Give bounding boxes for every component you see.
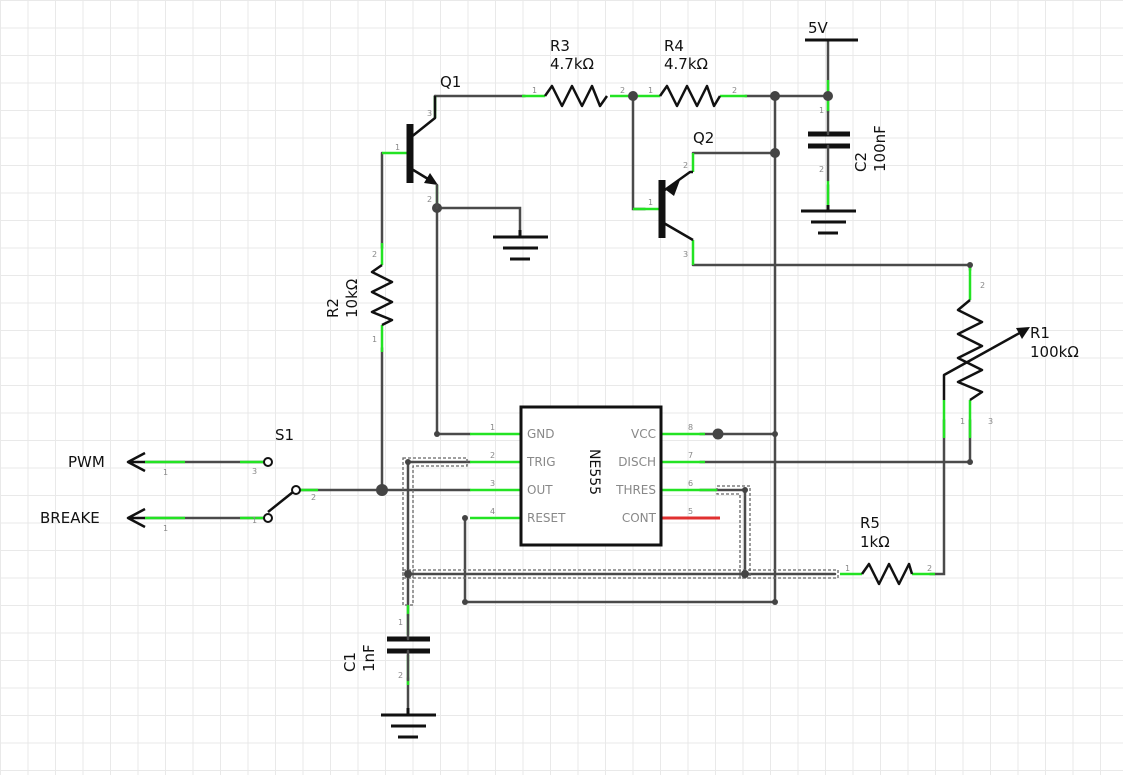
pin-num: 3 (683, 250, 688, 259)
ic-pin-num-6: 6 (688, 479, 693, 488)
q1-name: Q1 (440, 73, 461, 91)
r1-name: R1 (1030, 324, 1050, 342)
pin-num: 2 (427, 195, 432, 204)
r5-value: 1kΩ (860, 533, 890, 551)
supply-label: 5V (808, 19, 829, 37)
r4-name: R4 (664, 37, 684, 55)
ic-pin-label-thres: THRES (615, 483, 656, 497)
ground-symbol-icon (801, 205, 856, 235)
ic-pin-label-reset: RESET (527, 511, 566, 525)
potentiometer-r1[interactable]: R1 100kΩ (942, 299, 1079, 402)
arrow-port-icon (126, 451, 146, 473)
r5-name: R5 (860, 514, 880, 532)
r3-name: R3 (550, 37, 570, 55)
ic-pin-num-1: 1 (490, 423, 495, 432)
pin-num: 3 (427, 109, 432, 118)
port-brake[interactable]: BREAKE (40, 507, 146, 529)
ic-pin-label-out: OUT (527, 483, 553, 497)
pin-num: 2 (819, 165, 824, 174)
c2-value: 100nF (871, 125, 889, 172)
capacitor-c2[interactable]: C2 100nF (808, 110, 889, 182)
ic-pin-num-7: 7 (688, 451, 693, 460)
port-brake-label: BREAKE (40, 509, 100, 527)
zigzag-resistor-icon (370, 263, 394, 327)
pin-num: 1 (960, 417, 965, 426)
wires (143, 38, 972, 710)
ic-pin-label-trig: TRIG (526, 455, 556, 469)
ic-pin-label-vcc: VCC (631, 427, 656, 441)
resistor-r2[interactable]: R2 10kΩ (324, 263, 394, 327)
r4-value: 4.7kΩ (664, 55, 708, 73)
zigzag-resistor-icon (860, 562, 914, 586)
pin-num: 1 (163, 468, 168, 477)
r1-value: 100kΩ (1030, 343, 1079, 361)
zigzag-resistor-icon (543, 84, 609, 108)
spdt-switch-icon (267, 491, 294, 513)
ic-pin-num-2: 2 (490, 451, 495, 460)
ground-symbol-icon (493, 230, 548, 261)
transistor-q1[interactable]: Q1 (406, 73, 461, 210)
pin-num: 1 (252, 516, 257, 525)
pin-num: 1 (648, 86, 653, 95)
ic-name: NE555 (586, 449, 602, 495)
r2-value: 10kΩ (343, 279, 361, 318)
pin-num: 2 (311, 493, 316, 502)
resistor-r3[interactable]: R3 4.7kΩ (543, 37, 609, 108)
potentiometer-arrow-icon (942, 328, 1026, 400)
capacitor-c1[interactable]: C1 1nF (341, 613, 430, 682)
pin-num: 2 (620, 86, 625, 95)
zigzag-resistor-icon (658, 84, 722, 108)
ic-pin-label-gnd: GND (527, 427, 555, 441)
junctions (376, 91, 973, 605)
s1-name: S1 (275, 426, 294, 444)
arrowhead-icon (1016, 327, 1030, 339)
pin-num: 1 (395, 143, 400, 152)
transistor-q2[interactable]: Q2 (658, 129, 714, 242)
pin-num: 1 (163, 524, 168, 533)
arrow-port-icon (126, 507, 146, 529)
port-pwm[interactable]: PWM (68, 451, 146, 473)
zigzag-resistor-icon (956, 299, 984, 402)
pin-num: 2 (398, 671, 403, 680)
ic-pin-label-cont: CONT (622, 511, 657, 525)
supply-5v[interactable]: 5V (805, 19, 858, 42)
resistor-r4[interactable]: R4 4.7kΩ (658, 37, 722, 108)
ic-pin-num-5: 5 (688, 507, 693, 516)
ic-pin-num-3: 3 (490, 479, 495, 488)
c1-value: 1nF (360, 644, 378, 672)
pin-num: 2 (683, 161, 688, 170)
r2-name: R2 (324, 298, 342, 318)
pin-num: 1 (648, 198, 653, 207)
pin-stubs (145, 80, 972, 685)
q2-name: Q2 (693, 129, 714, 147)
c1-name: C1 (341, 652, 359, 672)
port-pwm-label: PWM (68, 453, 105, 471)
pin-num: 1 (398, 618, 403, 627)
pin-num: 2 (980, 281, 985, 290)
resistor-r5[interactable]: R5 1kΩ (860, 514, 914, 586)
pin-num: 2 (927, 564, 932, 573)
ground-symbol-icon (381, 708, 436, 739)
r3-value: 4.7kΩ (550, 55, 594, 73)
pin-num: 1 (845, 564, 850, 573)
pin-num: 3 (252, 467, 257, 476)
routing-guides (402, 457, 839, 606)
pin-num: 2 (372, 250, 377, 259)
pin-numbers: 1 2 1 2 1 2 3 1 2 2 1 3 2 1 2 1 3 1 2 1 … (163, 86, 993, 680)
ic-pin-num-4: 4 (490, 507, 495, 516)
pin-num: 2 (732, 86, 737, 95)
ic-pin-label-disch: DISCH (618, 455, 656, 469)
pin-num: 1 (819, 106, 824, 115)
pin-num: 3 (988, 417, 993, 426)
ic-ne555[interactable]: GND TRIG OUT RESET VCC DISCH THRES CONT … (490, 405, 693, 547)
switch-s1[interactable]: S1 (263, 426, 301, 523)
pin-num: 1 (372, 335, 377, 344)
c2-name: C2 (852, 152, 870, 172)
ic-pin-num-8: 8 (688, 423, 693, 432)
pin-num: 1 (532, 86, 537, 95)
